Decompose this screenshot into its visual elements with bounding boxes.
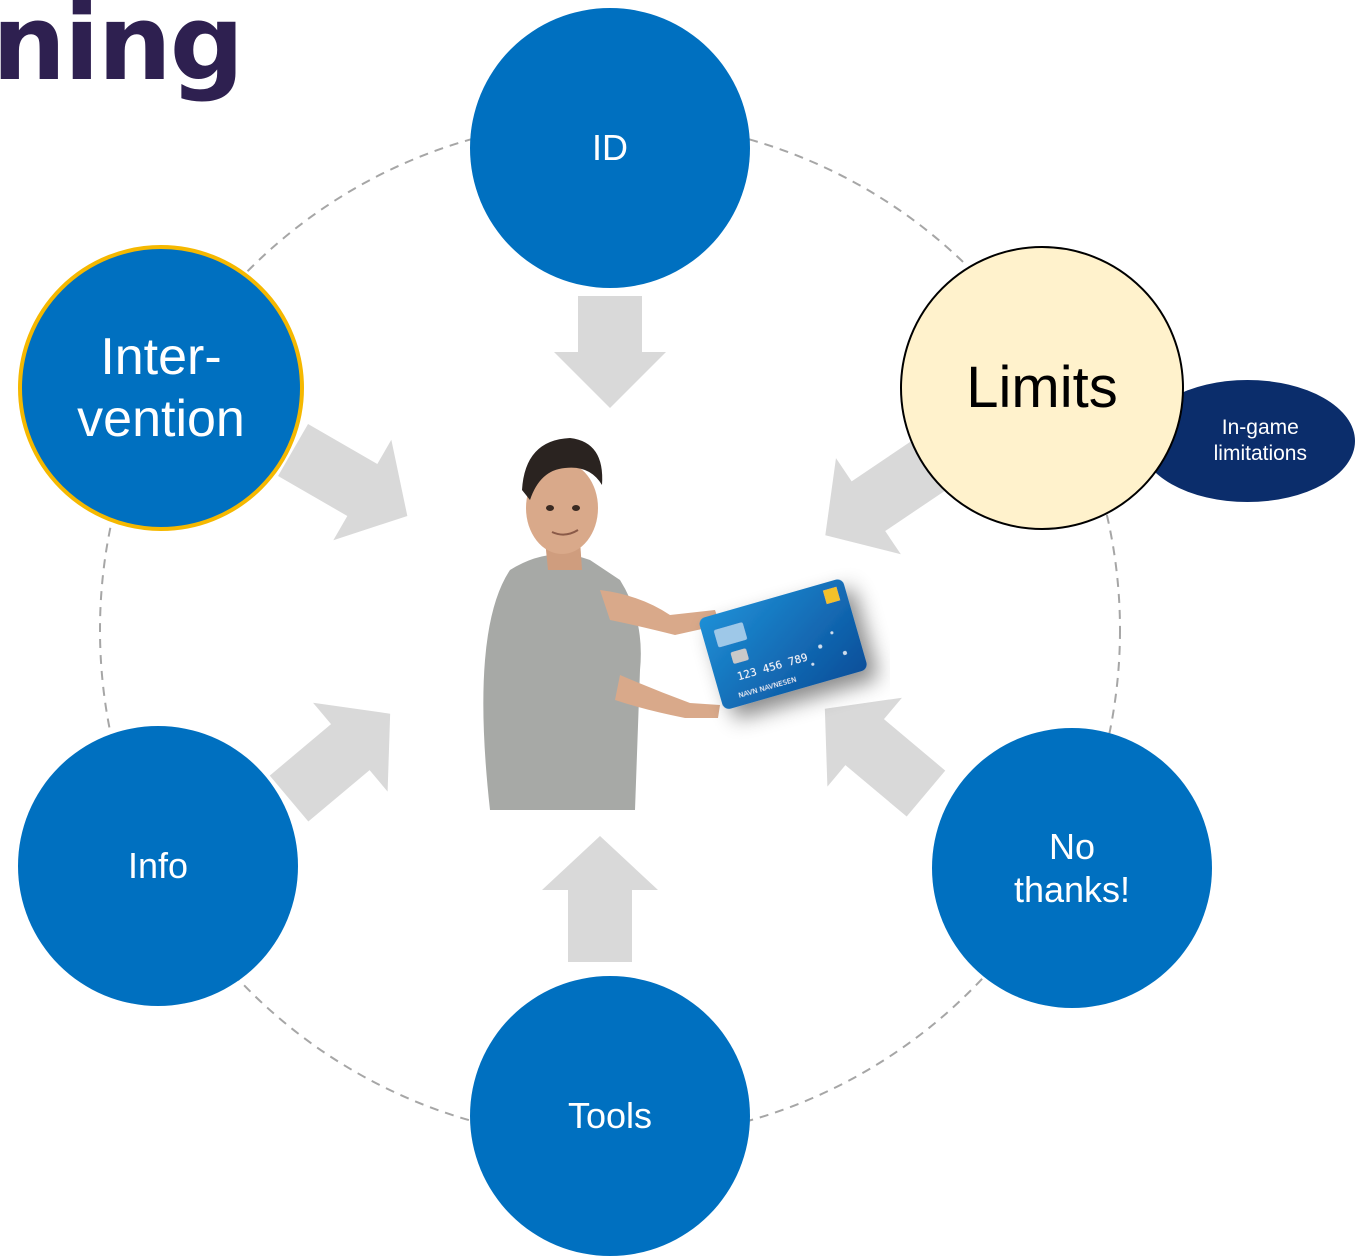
node-id-label: ID	[592, 127, 628, 169]
arrow-from-tools	[542, 836, 658, 962]
node-limits: Limits	[900, 246, 1184, 530]
arrow-from-intervention	[278, 424, 408, 541]
arrow-from-id	[554, 296, 666, 408]
slide-title: ning	[0, 0, 244, 104]
node-tools: Tools	[470, 976, 750, 1256]
node-info: Info	[18, 726, 298, 1006]
node-tools-label: Tools	[567, 1095, 653, 1137]
node-info-label: Info	[127, 845, 189, 887]
node-intervention: Inter- vention	[18, 245, 304, 531]
person-holding-card-image: 123 456 789 NAVN NAVNESEN	[483, 438, 867, 810]
limits-tag-label: In-game limitations	[1213, 415, 1307, 465]
arrow-from-no-thanks	[824, 697, 946, 817]
node-id: ID	[470, 8, 750, 288]
node-limits-label: Limits	[966, 355, 1118, 421]
arrow-from-info	[269, 702, 391, 822]
node-intervention-label: Inter- vention	[77, 327, 245, 448]
node-no-thanks-label: No thanks!	[1013, 825, 1131, 910]
arrow-from-limits	[825, 436, 952, 555]
node-no-thanks: No thanks!	[932, 728, 1212, 1008]
